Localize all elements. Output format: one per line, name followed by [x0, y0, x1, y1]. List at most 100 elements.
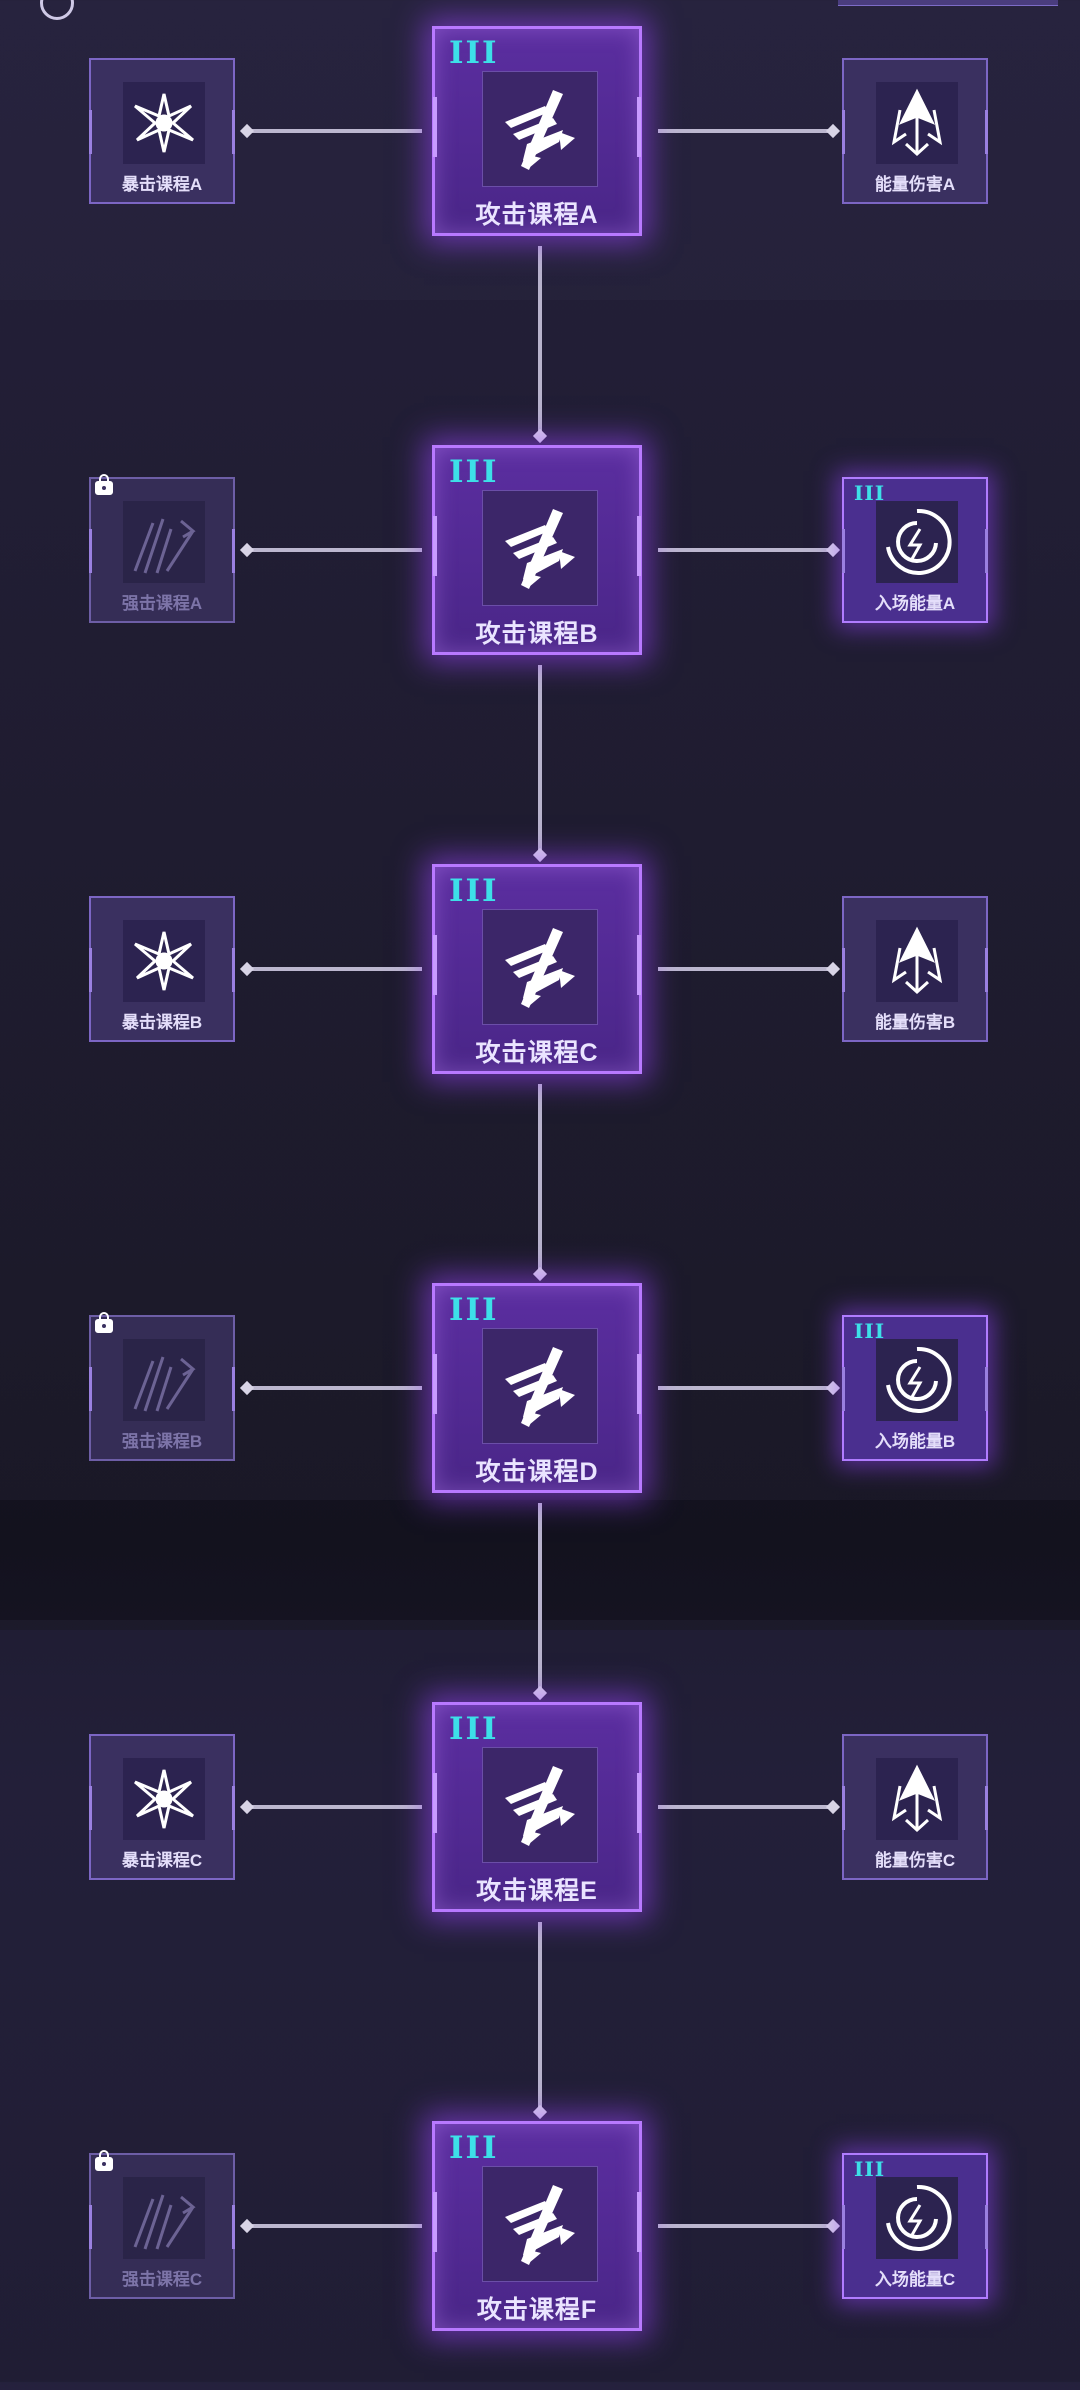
- tier-badge: III: [449, 873, 499, 909]
- edge-accent: [637, 1773, 641, 1833]
- entry-energy-swirl-icon: [876, 2177, 958, 2259]
- connector-node: [239, 1380, 255, 1396]
- edge-accent: [232, 2205, 235, 2249]
- side-node-left[interactable]: 暴击课程B: [89, 896, 235, 1042]
- entry-energy-swirl-icon: [876, 501, 958, 583]
- lock-icon: [93, 2149, 115, 2171]
- connector-node: [239, 542, 255, 558]
- edge-accent: [637, 1354, 641, 1414]
- vertical-connector: [538, 665, 542, 850]
- edge-accent: [232, 948, 235, 992]
- horizontal-connector-right: [658, 548, 830, 552]
- energy-trident-icon: [876, 920, 958, 1002]
- entry-energy-swirl-icon: [876, 1339, 958, 1421]
- vertical-connector: [538, 1084, 542, 1269]
- horizontal-connector-right: [658, 967, 830, 971]
- main-node-attack-course[interactable]: III 攻击课程B: [432, 445, 642, 655]
- main-node-attack-course[interactable]: III 攻击课程F: [432, 2121, 642, 2331]
- side-node-left[interactable]: 强击课程B: [89, 1312, 235, 1461]
- main-node-label: 攻击课程E: [476, 1877, 598, 1905]
- edge-accent: [637, 516, 641, 576]
- power-strike-icon: [123, 2177, 205, 2259]
- connector-node: [239, 961, 255, 977]
- main-node-attack-course[interactable]: III 攻击课程E: [432, 1702, 642, 1912]
- energy-trident-icon: [876, 82, 958, 164]
- side-node-right[interactable]: 能量伤害B: [842, 896, 988, 1042]
- crit-burst-icon: [123, 82, 205, 164]
- main-node-attack-course[interactable]: III 攻击课程C: [432, 864, 642, 1074]
- side-node-right[interactable]: 能量伤害A: [842, 58, 988, 204]
- edge-accent: [637, 97, 641, 157]
- edge-accent: [89, 1786, 92, 1830]
- power-strike-icon: [123, 501, 205, 583]
- attack-course-icon: [482, 2166, 598, 2282]
- main-node-label: 攻击课程C: [475, 1039, 599, 1067]
- horizontal-connector-left: [252, 1386, 422, 1390]
- horizontal-connector-left: [252, 2224, 422, 2228]
- main-node-label: 攻击课程F: [476, 2296, 598, 2324]
- edge-accent: [637, 2192, 641, 2252]
- side-node-label: 强击课程A: [121, 594, 203, 613]
- side-node-label: 入场能量A: [874, 594, 956, 613]
- attack-course-icon: [482, 71, 598, 187]
- horizontal-connector-right: [658, 1386, 830, 1390]
- side-node-label: 入场能量C: [874, 2270, 956, 2289]
- edge-accent: [985, 2205, 988, 2249]
- edge-accent: [433, 2192, 437, 2252]
- edge-accent: [433, 935, 437, 995]
- edge-accent: [842, 529, 845, 573]
- horizontal-connector-right: [658, 129, 830, 133]
- edge-accent: [985, 948, 988, 992]
- main-node-label: 攻击课程D: [475, 1458, 599, 1486]
- edge-accent: [89, 2205, 92, 2249]
- side-node-left[interactable]: 强击课程A: [89, 474, 235, 623]
- side-node-label: 强击课程B: [121, 1432, 203, 1451]
- attack-course-icon: [482, 909, 598, 1025]
- side-node-right[interactable]: 能量伤害C: [842, 1734, 988, 1880]
- horizontal-connector-right: [658, 1805, 830, 1809]
- vertical-connector: [538, 246, 542, 431]
- tier-badge: III: [449, 2130, 499, 2166]
- side-node-label: 暴击课程C: [121, 1851, 203, 1870]
- tier-badge: III: [449, 1711, 499, 1747]
- attack-course-icon: [482, 1747, 598, 1863]
- connector-node: [532, 428, 548, 444]
- edge-accent: [842, 948, 845, 992]
- side-node-label: 能量伤害C: [874, 1851, 956, 1870]
- edge-accent: [232, 1786, 235, 1830]
- power-strike-icon: [123, 1339, 205, 1421]
- main-node-label: 攻击课程B: [475, 620, 599, 648]
- tier-badge: III: [449, 454, 499, 490]
- edge-accent: [637, 935, 641, 995]
- attack-course-icon: [482, 490, 598, 606]
- horizontal-connector-left: [252, 548, 422, 552]
- side-node-label: 暴击课程A: [121, 175, 203, 194]
- edge-accent: [433, 1773, 437, 1833]
- horizontal-connector-left: [252, 129, 422, 133]
- edge-accent: [232, 1367, 235, 1411]
- edge-accent: [89, 110, 92, 154]
- edge-accent: [433, 516, 437, 576]
- energy-trident-icon: [876, 1758, 958, 1840]
- side-node-left[interactable]: 强击课程C: [89, 2150, 235, 2299]
- edge-accent: [89, 948, 92, 992]
- tier-badge: III: [449, 35, 499, 71]
- lock-icon: [93, 1311, 115, 1333]
- lock-icon: [93, 473, 115, 495]
- side-node-label: 暴击课程B: [121, 1013, 203, 1032]
- edge-accent: [433, 97, 437, 157]
- horizontal-connector-left: [252, 967, 422, 971]
- side-node-left[interactable]: 暴击课程A: [89, 58, 235, 204]
- edge-accent: [985, 110, 988, 154]
- edge-accent: [985, 1367, 988, 1411]
- edge-accent: [842, 110, 845, 154]
- side-node-left[interactable]: 暴击课程C: [89, 1734, 235, 1880]
- edge-accent: [89, 529, 92, 573]
- edge-accent: [842, 1367, 845, 1411]
